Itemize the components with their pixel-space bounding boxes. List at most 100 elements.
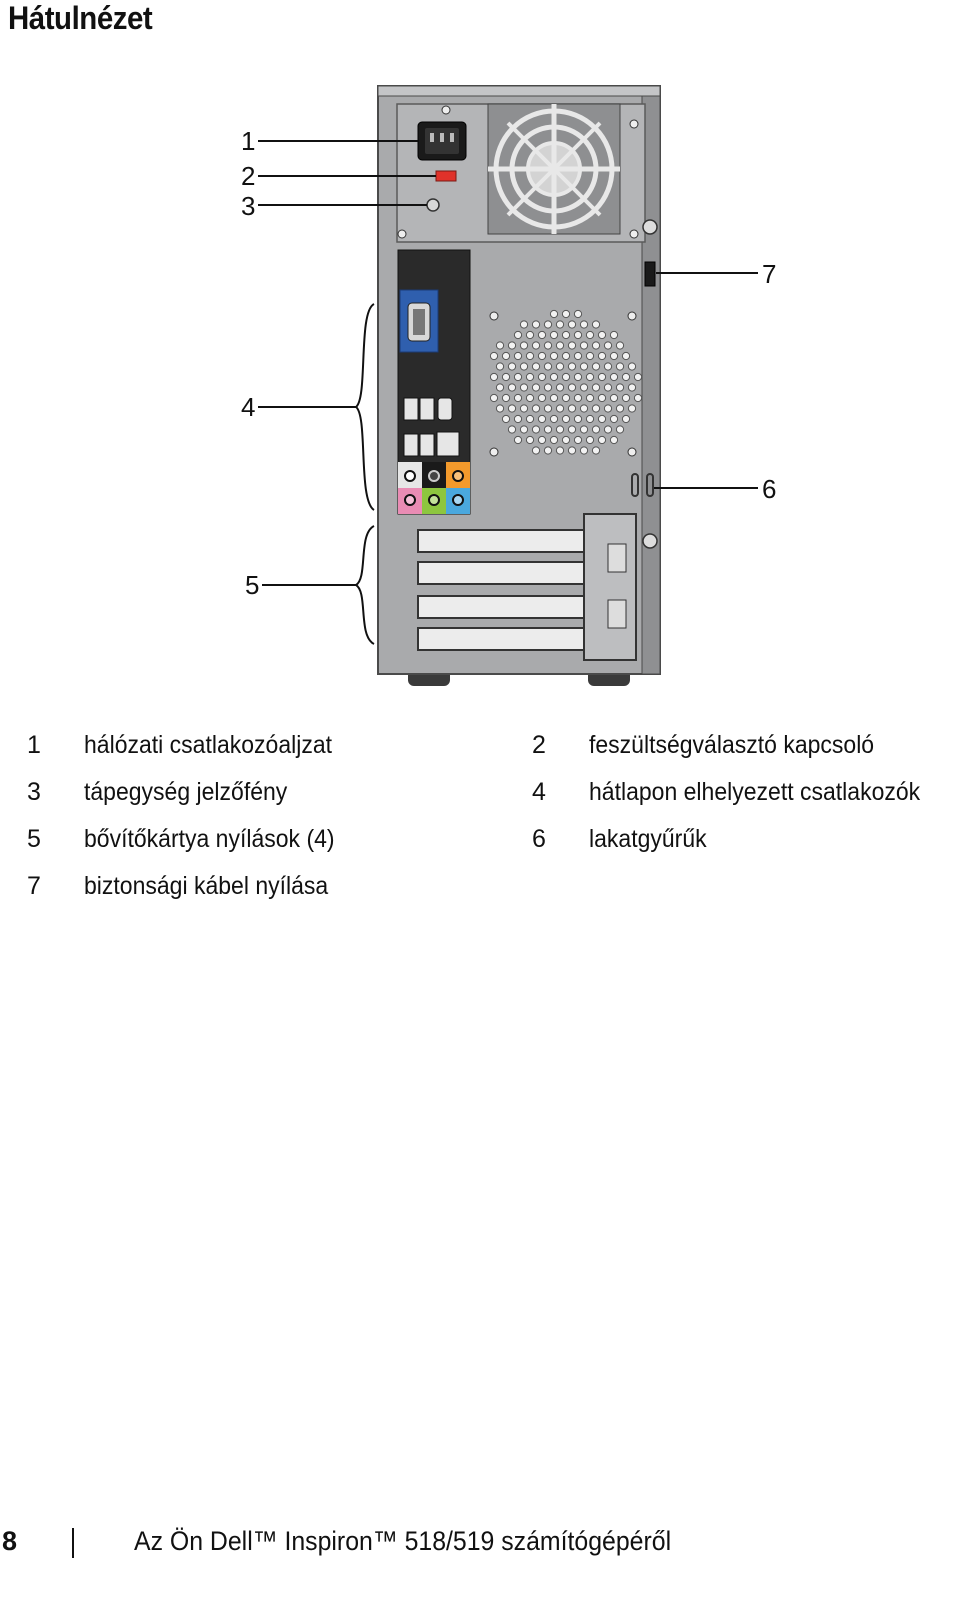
vent-hole [627,362,637,371]
vent-hole [585,414,595,424]
vent-hole [567,425,577,434]
vent-hole [519,341,529,350]
vent-hole [531,404,541,413]
vent-hole [591,383,601,392]
callout-number: 3 [241,191,255,221]
vent-hole [603,404,613,413]
vent-hole [573,351,583,361]
vent-hole [567,362,577,371]
vent-hole [507,362,517,371]
vent-hole [519,404,529,413]
footer-separator [72,1528,74,1558]
vent-hole [543,425,553,434]
vent-hole [615,341,625,350]
vent-hole [603,425,613,434]
vent-hole [627,404,637,413]
vent-hole [579,446,589,455]
vent-hole [597,414,607,424]
vent-hole [585,351,595,361]
vent-hole [549,393,559,403]
vent-hole [537,435,547,445]
legend-number: 3 [27,778,41,806]
vent-hole [585,330,595,340]
vent-hole [537,393,547,403]
vent-hole [495,341,505,350]
vent-hole [549,309,559,319]
security-cable-slot [644,261,656,287]
vent-hole [507,404,517,413]
vent-hole [543,341,553,350]
vent-hole [513,330,523,340]
vent-hole [531,341,541,350]
vent-hole [591,320,601,329]
vent-hole [513,393,523,403]
screw-icon [397,105,639,457]
vent-hole [537,351,547,361]
vent-hole [591,362,601,371]
vent-hole [489,393,499,403]
vent-hole [579,320,589,329]
vent-hole [597,393,607,403]
vent-hole [507,425,517,434]
vent-hole [489,351,499,361]
legend-number: 1 [27,731,41,759]
vent-hole [609,351,619,361]
callout-number: 2 [241,161,255,191]
vent-hole [525,372,535,382]
vent-hole [501,372,511,382]
callout-number: 1 [241,126,255,156]
vent-hole [561,435,571,445]
vent-hole [567,341,577,350]
vent-hole [627,383,637,392]
usb-port-icon [403,397,435,457]
audio-jack-icon [398,462,470,514]
vent-hole [555,425,565,434]
vent-hole [519,320,529,329]
vent-hole [549,330,559,340]
callout-number: 6 [762,474,776,504]
vent-hole [549,372,559,382]
psu-indicator-light [426,198,440,212]
vent-hole [495,404,505,413]
legend-text: bővítőkártya nyílások (4) [84,825,335,853]
vent-hole [621,351,631,361]
footer-title: Az Ön Dell™ Inspiron™ 518/519 számítógép… [134,1526,672,1556]
legend-text: tápegység jelzőfény [84,778,288,806]
voltage-switch [435,170,457,182]
vent-hole [603,362,613,371]
vent-hole [549,414,559,424]
vent-hole [531,425,541,434]
vent-hole [573,372,583,382]
vent-hole [609,435,619,445]
vent-hole [591,425,601,434]
vent-hole [609,372,619,382]
vent-hole [609,393,619,403]
vent-hole [621,372,631,382]
vent-hole [489,372,499,382]
vent-hole [579,404,589,413]
vent-hole [561,330,571,340]
vent-hole [513,435,523,445]
legend-text: biztonsági kábel nyílása [84,872,329,900]
page-heading: Hátulnézet [8,0,153,36]
vent-hole [561,372,571,382]
legend-number: 6 [532,825,546,853]
vent-hole [519,383,529,392]
vent-hole [495,383,505,392]
vent-hole [567,446,577,455]
vent-hole [579,341,589,350]
callout-number: 7 [762,259,776,289]
vent-hole [543,446,553,455]
vent-hole [537,414,547,424]
network-port-icon [436,431,460,457]
vent-hole [579,425,589,434]
ventilation-grid [489,309,643,455]
vent-hole [603,383,613,392]
vent-hole [525,435,535,445]
vent-hole [609,414,619,424]
vent-hole [609,330,619,340]
vent-hole [501,351,511,361]
vent-hole [573,330,583,340]
brace-expansion-slots [354,525,375,645]
vent-hole [543,362,553,371]
